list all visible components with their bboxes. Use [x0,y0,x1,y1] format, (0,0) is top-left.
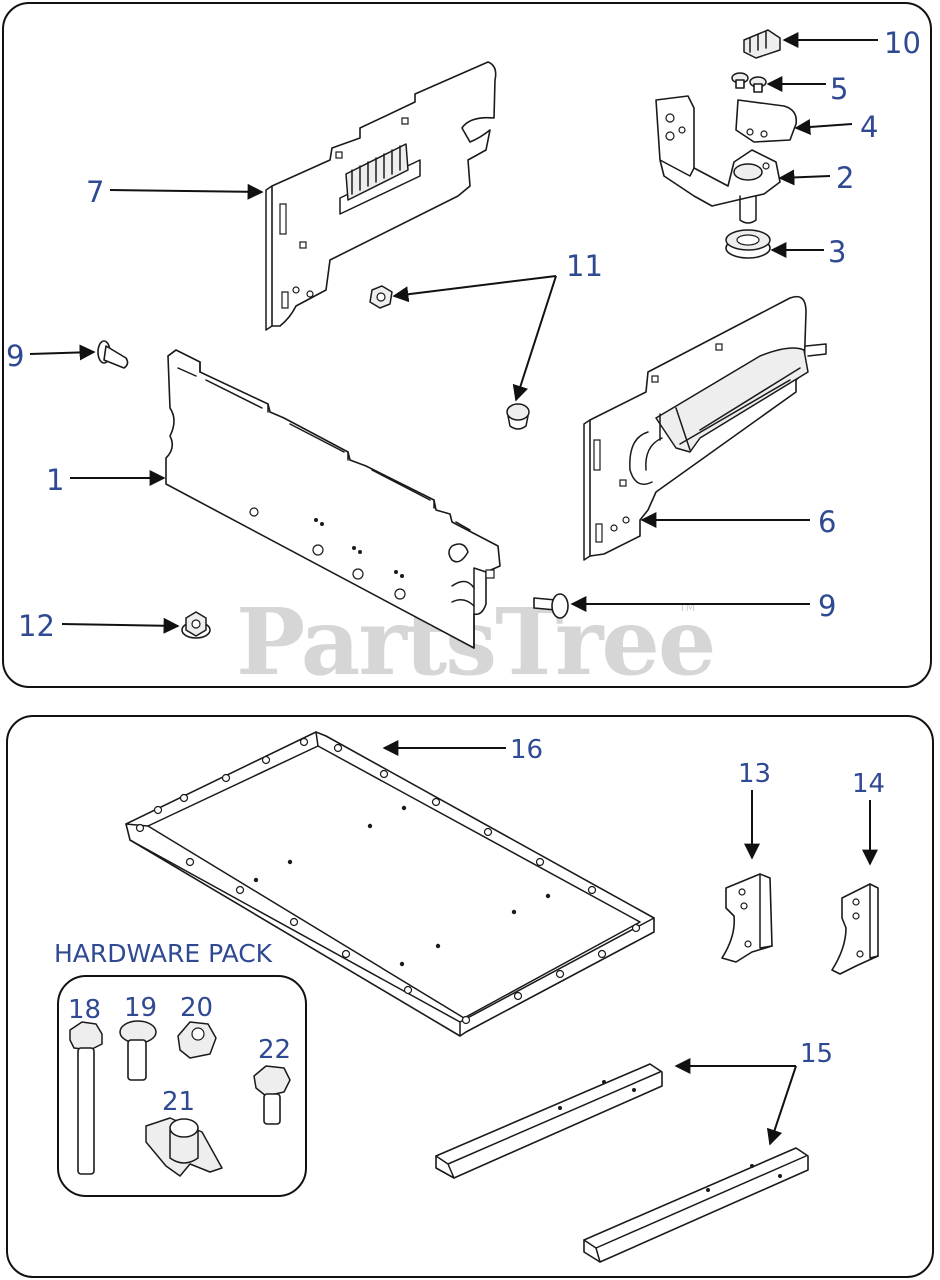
part-11-nut-lower [506,403,530,430]
callout-9-right: 9 [818,589,836,623]
part-16-tray [125,731,655,1037]
watermark-tm: TM [678,601,695,614]
part-6-plate [583,295,827,561]
callout-20: 20 [180,993,213,1023]
part-10-fastener [743,29,781,59]
leader-11a [392,275,557,303]
callout-3: 3 [828,235,846,269]
callout-9-left: 9 [6,339,24,373]
callout-18: 18 [68,995,101,1025]
hardware-pack-title: HARDWARE PACK [54,939,273,968]
callout-21: 21 [162,1087,195,1117]
leader-2 [778,169,831,186]
part-7-plate [265,61,497,331]
hardware-pack-frame [57,975,307,1197]
leader-9a [29,344,96,361]
callout-5: 5 [830,72,848,106]
callout-1: 1 [46,463,64,497]
leader-15b [766,1065,797,1146]
callout-19: 19 [124,993,157,1023]
part-20-nut [177,1021,217,1059]
upper-panel [2,2,932,688]
callout-14: 14 [852,769,885,799]
callout-10: 10 [884,26,921,60]
part-15-channel-lower [583,1147,809,1263]
leader-12 [61,617,180,634]
part-18-bolt [69,1021,103,1175]
callout-22: 22 [258,1035,291,1065]
part-3-grommet [725,229,771,259]
callout-11: 11 [566,249,603,283]
callout-15: 15 [800,1039,833,1069]
part-1-bracket [165,349,501,649]
leader-4 [794,118,853,135]
tray-holes [135,737,641,1025]
leader-11b [512,275,557,402]
part-13-bracket [721,873,773,963]
callout-13: 13 [738,759,771,789]
callout-2: 2 [836,161,854,195]
part-11-nut-upper [369,285,393,309]
callout-4: 4 [860,110,878,144]
part-15-channel-upper [435,1063,663,1179]
part-2-pivot-bracket [655,95,781,224]
part-5-screws [731,72,767,93]
leader-7 [109,183,264,200]
part-9-pin-left [97,340,129,369]
part-9-pin-right [533,593,569,619]
part-21-wing-nut [145,1117,223,1177]
callout-12: 12 [18,609,55,643]
part-12-flange-nut [181,611,211,639]
part-4-plate [735,99,798,143]
part-14-bracket [831,883,879,975]
callout-16: 16 [510,735,543,765]
callout-6: 6 [818,505,836,539]
part-22-bolt [253,1065,291,1125]
part-19-carriage-bolt [119,1020,157,1081]
callout-7: 7 [86,175,104,209]
lower-panel [6,715,934,1278]
